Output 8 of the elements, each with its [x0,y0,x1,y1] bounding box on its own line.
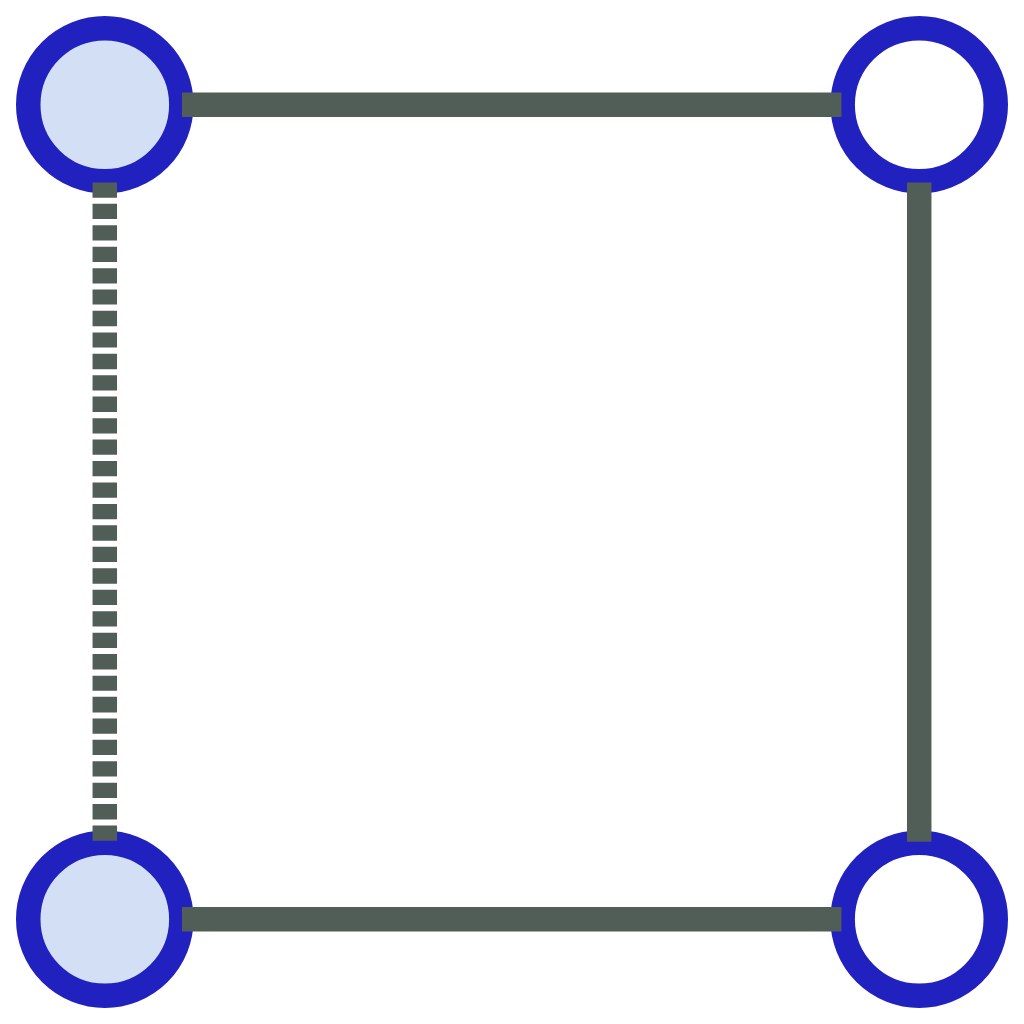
node-circle [16,830,194,1008]
connector [92,182,118,842]
node-circle [830,16,1008,194]
node-circle [830,830,1008,1008]
node-circle [16,16,194,194]
connector [181,906,842,932]
connector [181,92,842,118]
connector [906,182,932,842]
